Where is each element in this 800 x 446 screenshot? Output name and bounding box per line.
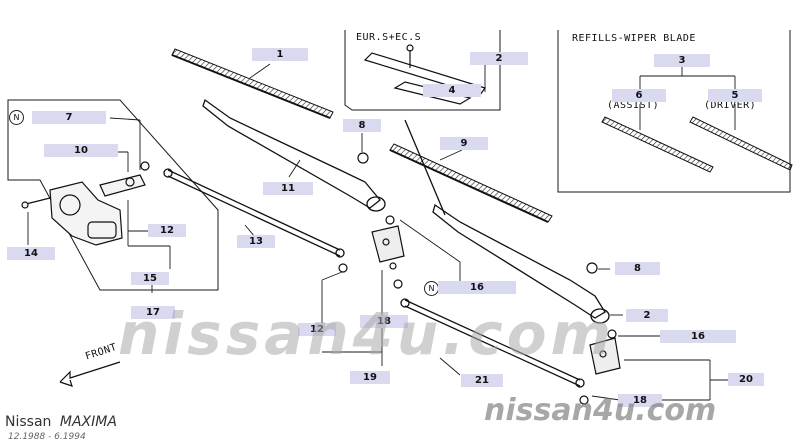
part-label-18a[interactable]: 18 <box>360 315 408 328</box>
part-label-4[interactable]: 4 <box>423 84 481 97</box>
part-label-14[interactable]: 14 <box>7 247 55 260</box>
bush-16 <box>393 279 403 289</box>
link-rod-13 <box>163 168 345 258</box>
refills-inset-frame <box>557 30 791 193</box>
brand-name: Nissan <box>5 414 52 430</box>
eur-inset-frame <box>344 30 501 111</box>
note-marker-n2: N <box>424 281 439 296</box>
pivot-lower <box>579 329 621 405</box>
part-label-12a[interactable]: 12 <box>148 224 186 237</box>
part-label-8b[interactable]: 8 <box>615 262 660 275</box>
part-label-1[interactable]: 1 <box>252 48 308 61</box>
wiper-arm-right <box>432 203 610 324</box>
motor-assembly-frame <box>7 99 219 291</box>
nut-8-lower <box>586 262 598 274</box>
part-label-21[interactable]: 21 <box>461 374 503 387</box>
watermark-corner: nissan4u.com <box>484 393 717 428</box>
wiper-blade-1 <box>171 48 334 119</box>
brand-block: Nissan MAXIMA <box>5 414 117 430</box>
part-label-17[interactable]: 17 <box>131 306 175 319</box>
wiper-arm-11 <box>202 98 386 212</box>
refill-driver <box>689 116 793 171</box>
part-label-20[interactable]: 20 <box>728 373 764 386</box>
wiper-motor <box>21 161 150 246</box>
front-arrow <box>59 361 121 387</box>
part-label-9[interactable]: 9 <box>440 137 488 150</box>
part-label-18b[interactable]: 18 <box>618 394 662 407</box>
part-label-7[interactable]: 7 <box>32 111 106 124</box>
part-label-19[interactable]: 19 <box>350 371 390 384</box>
nut-12 <box>338 263 348 273</box>
part-label-2a[interactable]: 2 <box>470 52 528 65</box>
production-years: 12.1988 - 6.1994 <box>8 432 86 442</box>
part-label-11[interactable]: 11 <box>263 182 313 195</box>
part-label-5[interactable]: 5 <box>708 89 762 102</box>
part-label-15[interactable]: 15 <box>131 272 169 285</box>
part-label-2b[interactable]: 2 <box>626 309 668 322</box>
nut-8-upper <box>357 152 369 164</box>
pivot-upper <box>371 215 405 270</box>
part-label-3[interactable]: 3 <box>654 54 710 67</box>
note-marker-n1: N <box>9 110 24 125</box>
model-name: MAXIMA <box>59 414 117 430</box>
part-label-16a[interactable]: 16 <box>438 281 516 294</box>
watermark-main: nissan4u.com <box>118 300 615 368</box>
part-label-16b[interactable]: 16 <box>660 330 736 343</box>
part-label-13[interactable]: 13 <box>237 235 275 248</box>
part-label-6[interactable]: 6 <box>612 89 666 102</box>
driver-caption: (DRIVER) <box>704 100 757 111</box>
part-label-10[interactable]: 10 <box>44 144 118 157</box>
link-rod-21 <box>400 298 585 388</box>
refill-assist <box>601 116 714 173</box>
part-label-8a[interactable]: 8 <box>343 119 381 132</box>
eur-caption: EUR.S+EC.S <box>356 32 422 43</box>
refills-caption: REFILLS-WIPER BLADE <box>572 33 696 44</box>
assist-caption: (ASSIST) <box>607 100 660 111</box>
part-label-12b[interactable]: 12 <box>298 323 336 336</box>
wiper-blade-9 <box>389 119 553 223</box>
